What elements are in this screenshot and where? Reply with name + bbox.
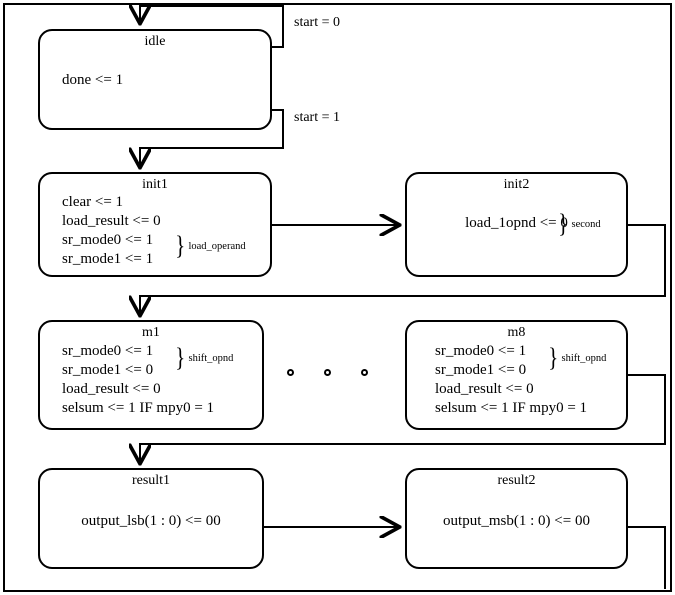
action-row: load_result <= 0 [62,381,161,397]
state-idle-actions: done <= 1 [62,71,123,90]
action-row: sr_mode1 <= 0 [62,362,154,378]
action-row: sr_mode0 <= 1 [62,232,154,248]
action-row: load_1opnd <= 0 [465,215,568,231]
action-row: sr_mode1 <= 1 [62,251,154,267]
transition-label-start-0: start = 0 [294,15,340,30]
action-row: clear <= 1 [62,194,124,210]
action-row: load_result <= 0 [62,213,161,229]
state-m1-actions: sr_mode0 <= 1 sr_mode1 <= 0 load_result … [62,342,214,418]
state-m8-title: m8 [507,325,526,340]
action-row: done <= 1 [62,72,124,88]
wire-result2-to-idle [628,526,666,589]
state-idle[interactable]: idle done <= 1 [38,29,272,130]
state-result2-actions: output_msb(1 : 0) <= 00 [407,512,626,531]
state-init2[interactable]: init2 load_1opnd <= 0 } second [405,172,628,277]
ellipsis-dot-2 [324,369,331,376]
brace-second: } second [557,209,601,238]
brace-icon: } [175,343,186,372]
state-init1-title: init1 [142,177,168,192]
brace-label: shift_opnd [188,352,234,364]
wire-init2-to-m1 [140,224,666,314]
state-result1[interactable]: result1 output_lsb(1 : 0) <= 00 [38,468,264,569]
state-init1[interactable]: init1 clear <= 1 load_result <= 0 sr_mod… [38,172,272,277]
action-row: selsum <= 1 IF mpy0 = 1 [62,400,215,416]
state-idle-title: idle [144,34,166,49]
state-m8-actions: sr_mode0 <= 1 sr_mode1 <= 0 load_result … [435,342,587,418]
state-result1-title: result1 [131,473,171,488]
ellipsis-dot-3 [361,369,368,376]
state-result2[interactable]: result2 output_msb(1 : 0) <= 00 [405,468,628,569]
brace-label: second [571,218,601,230]
action-row: load_result <= 0 [435,381,534,397]
state-m1[interactable]: m1 sr_mode0 <= 1 sr_mode1 <= 0 load_resu… [38,320,264,430]
brace-label: load_operand [188,240,246,252]
brace-shift-opnd: } shift_opnd [174,343,234,372]
state-init1-actions: clear <= 1 load_result <= 0 sr_mode0 <= … [62,193,161,269]
wire-m8-to-result1 [140,374,666,462]
state-init2-title: init2 [503,177,530,192]
action-row: selsum <= 1 IF mpy0 = 1 [435,400,588,416]
brace-label: shift_opnd [561,352,607,364]
action-row: sr_mode1 <= 0 [435,362,527,378]
state-m8[interactable]: m8 sr_mode0 <= 1 sr_mode1 <= 0 load_resu… [405,320,628,430]
state-result1-actions: output_lsb(1 : 0) <= 00 [40,512,262,531]
brace-icon: } [558,209,569,238]
state-result2-title: result2 [497,473,536,488]
brace-load-operand: } load_operand [174,231,246,260]
action-row: output_msb(1 : 0) <= 00 [443,513,590,529]
brace-icon: } [175,231,186,260]
transition-label-start-1: start = 1 [294,110,340,125]
state-init2-actions: load_1opnd <= 0 [407,214,626,233]
state-m1-title: m1 [142,325,160,340]
brace-shift-opnd: } shift_opnd [547,343,607,372]
wire-idle-to-init1 [140,109,284,166]
wire-idle-to-idle [140,6,284,48]
brace-icon: } [548,343,559,372]
ellipsis-dot-1 [287,369,294,376]
action-row: sr_mode0 <= 1 [62,343,154,359]
diagram-frame [3,3,672,592]
action-row: sr_mode0 <= 1 [435,343,527,359]
action-row: output_lsb(1 : 0) <= 00 [81,513,221,529]
